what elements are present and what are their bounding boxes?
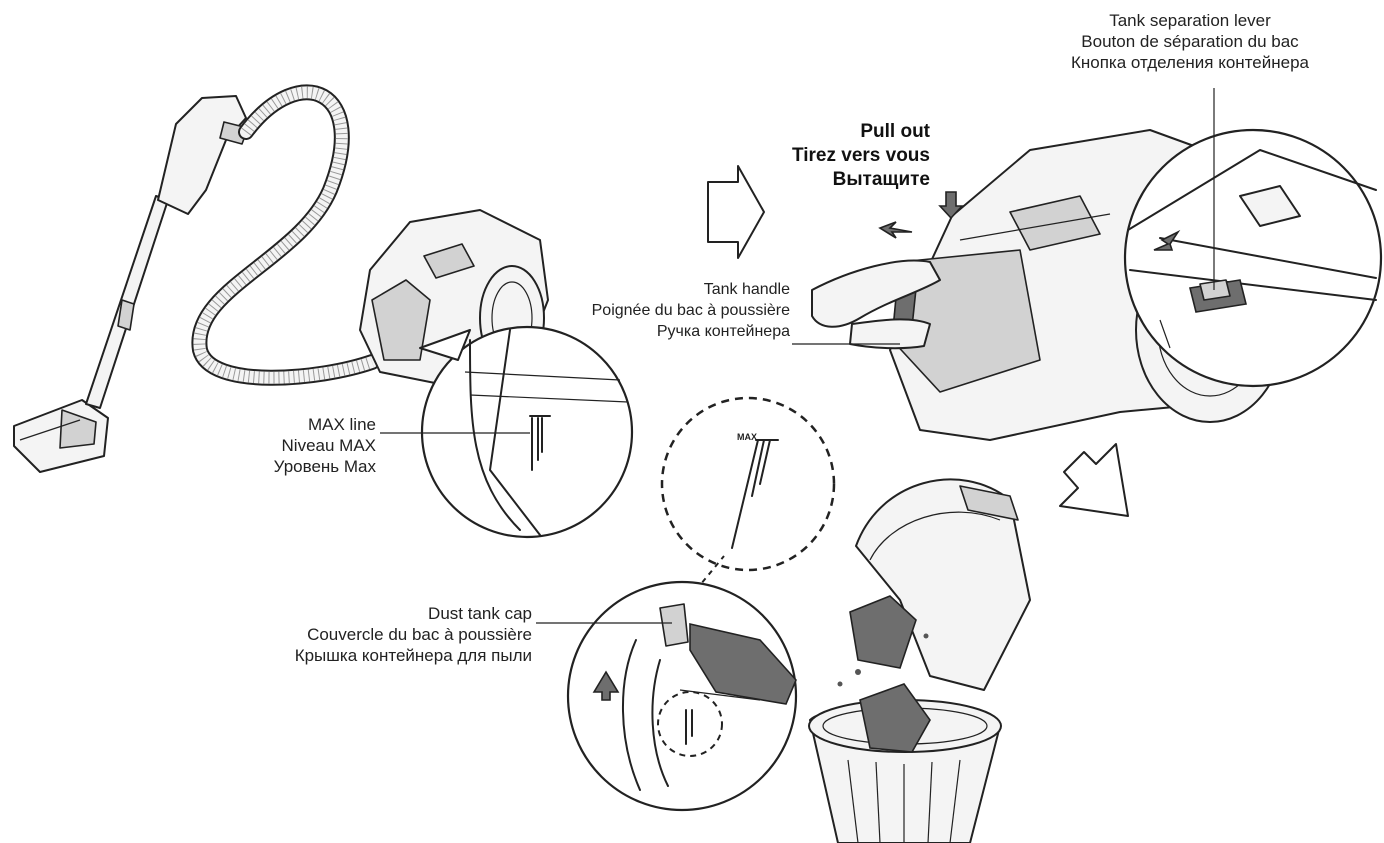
tank-separation-lever-ru: Кнопка отделения контейнера xyxy=(1070,53,1309,72)
dust-tank-cap-label: Dust tank cap Couvercle du bac à poussiè… xyxy=(220,603,532,666)
tank-handle-label: Tank handle Poignée du bac à poussière Р… xyxy=(560,279,790,342)
dust-tank-open xyxy=(855,478,1031,691)
vacuum-hose xyxy=(191,84,380,386)
vacuum-floor-nozzle xyxy=(13,399,109,473)
max-line-label: MAX line Niveau MAX Уровень Max xyxy=(200,414,376,477)
vacuum-handle xyxy=(157,95,249,215)
tank-handle-ru: Ручка контейнера xyxy=(656,323,790,340)
pull-out-fr: Tirez vers vous xyxy=(791,145,930,166)
flow-arrow-down xyxy=(1059,443,1129,517)
lever-zoom xyxy=(1123,128,1383,388)
flow-arrow-right xyxy=(707,165,765,259)
tank-handle-en: Tank handle xyxy=(703,281,790,298)
pull-out-ru: Вытащите xyxy=(832,169,930,190)
pull-arrow-left xyxy=(878,221,913,239)
max-line-zoom xyxy=(419,325,634,539)
tank-separation-lever-en: Tank separation lever xyxy=(1109,11,1271,30)
pull-out-label: Pull out Tirez vers vous Вытащите xyxy=(730,120,930,192)
pull-arrow-down xyxy=(938,191,964,220)
hands xyxy=(811,259,941,350)
dust-clumps xyxy=(837,595,931,753)
max-mark-dashed-zoom: MAX xyxy=(660,396,836,591)
max-line-ru: Уровень Max xyxy=(273,457,376,476)
tank-separation-lever-fr: Bouton de séparation du bac xyxy=(1081,32,1299,51)
pull-out-en: Pull out xyxy=(860,121,930,142)
max-line-en: MAX line xyxy=(307,415,376,434)
tank-cap-zoom xyxy=(566,580,798,812)
dust-tank-cap-fr: Couvercle du bac à poussière xyxy=(307,625,532,644)
tank-separation-lever-label: Tank separation lever Bouton de séparati… xyxy=(1040,10,1340,73)
dust-tank-cap-en: Dust tank cap xyxy=(428,604,532,623)
dust-tank-cap-ru: Крышка контейнера для пыли xyxy=(294,646,532,665)
max-mark-text: MAX xyxy=(737,432,757,442)
max-line-fr: Niveau MAX xyxy=(281,436,376,455)
vacuum-wand xyxy=(85,195,169,409)
tank-handle-fr: Poignée du bac à poussière xyxy=(591,302,790,319)
